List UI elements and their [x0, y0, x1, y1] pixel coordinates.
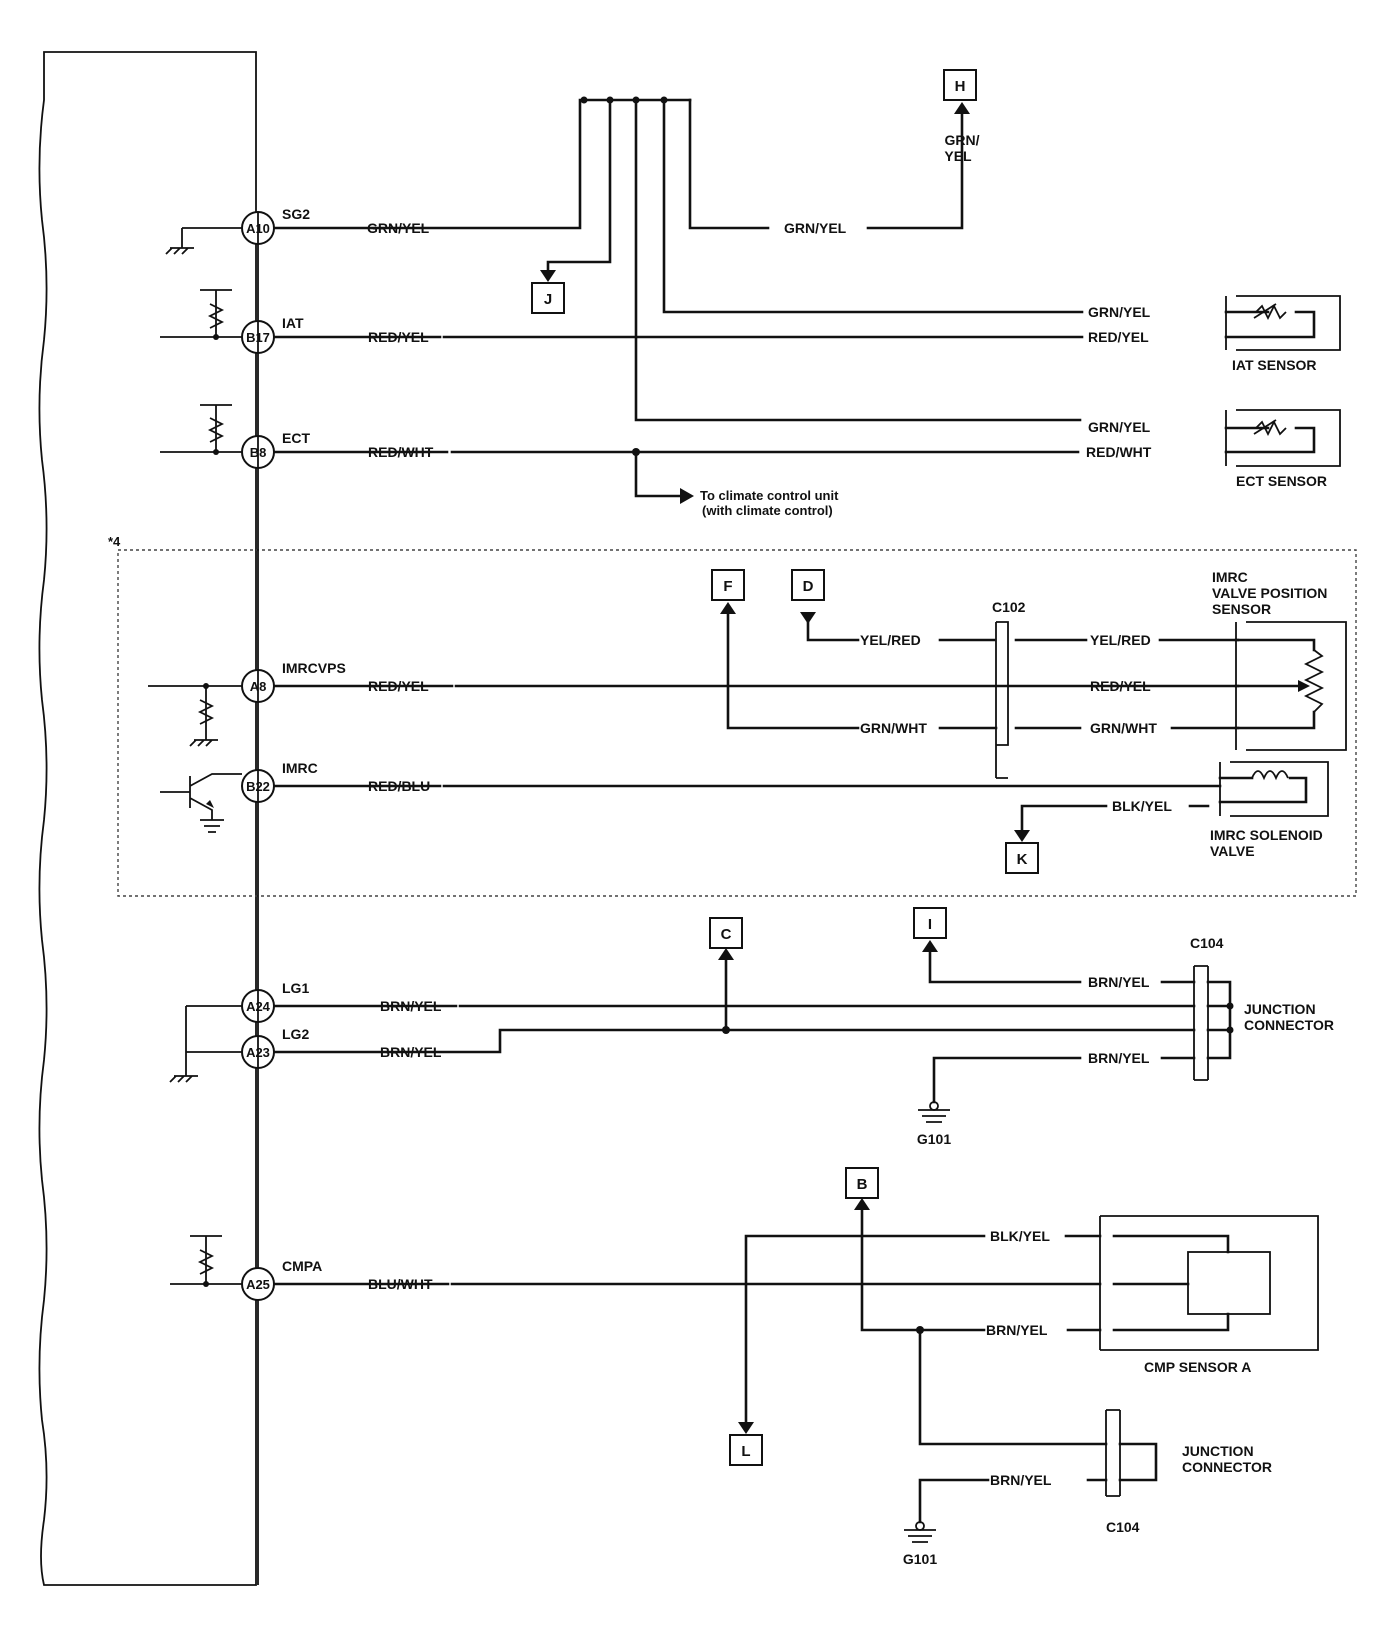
- iat-sensor-label: IAT SENSOR: [1232, 357, 1317, 373]
- pin-b17-circuit: [160, 289, 1341, 351]
- climate-label-1: To climate control unit: [700, 488, 839, 503]
- sol-blkyel-wire: BLK/YEL: [1112, 798, 1172, 814]
- connector-j: J: [531, 282, 565, 314]
- h-wire-label: GRN/YEL: [944, 132, 979, 164]
- svg-text:L: L: [741, 1443, 750, 1460]
- vps-grnwht-right: GRN/WHT: [1090, 720, 1157, 736]
- iat-grn-wire: GRN/YEL: [1088, 304, 1151, 320]
- pin-a8-circuit: [148, 602, 1347, 779]
- imrc-vps-label-1: IMRC: [1212, 569, 1248, 585]
- pin-a25-signal: CMPA: [282, 1258, 322, 1274]
- pin-b17-wire: RED/YEL: [368, 329, 429, 345]
- svg-text:I: I: [928, 916, 932, 933]
- pin-a23-signal: LG2: [282, 1026, 309, 1042]
- pin-a25-circuit: [170, 1198, 1319, 1543]
- svg-text:K: K: [1017, 851, 1028, 868]
- cmp-brnyel-wire: BRN/YEL: [986, 1322, 1048, 1338]
- connector-i: I: [913, 907, 947, 939]
- pin-b22-wire: RED/BLU: [368, 778, 430, 794]
- pin-a10-signal: SG2: [282, 206, 310, 222]
- svg-text:B: B: [857, 1176, 868, 1193]
- pin-a25-wire: BLU/WHT: [368, 1276, 433, 1292]
- pin-a24-wire: BRN/YEL: [380, 998, 442, 1014]
- ect-red-wire: RED/WHT: [1086, 444, 1152, 460]
- pin-a23-wire: BRN/YEL: [380, 1044, 442, 1060]
- c104-bottom-label: C104: [1106, 1519, 1140, 1535]
- ecm-outline: [38, 51, 257, 1586]
- jc2-label-2: CONNECTOR: [1182, 1459, 1272, 1475]
- pin-a10-circuit: [165, 96, 1084, 422]
- connector-f: F: [711, 569, 745, 601]
- connector-h: H: [943, 69, 977, 101]
- svg-text:C: C: [721, 926, 732, 943]
- pin-lg-circuit: [169, 940, 1234, 1123]
- pin-a10-wire: GRN/YEL: [367, 220, 430, 236]
- jc1-top-wire: BRN/YEL: [1088, 974, 1150, 990]
- iat-red-wire: RED/YEL: [1088, 329, 1149, 345]
- pin-b8-signal: ECT: [282, 430, 310, 446]
- note-4: *4: [108, 534, 121, 549]
- vps-yelred-left: YEL/RED: [860, 632, 921, 648]
- ect-grn-wire: GRN/YEL: [1088, 419, 1151, 435]
- cmp-sensor-label: CMP SENSOR A: [1144, 1359, 1251, 1375]
- svg-text:D: D: [803, 578, 814, 595]
- climate-label-2: (with climate control): [702, 503, 833, 518]
- svg-text:H: H: [955, 78, 966, 95]
- svg-text:F: F: [723, 578, 732, 595]
- c102-label: C102: [992, 599, 1026, 615]
- connector-k: K: [1005, 842, 1039, 874]
- vps-redyel: RED/YEL: [1090, 678, 1151, 694]
- pin-b22-signal: IMRC: [282, 760, 318, 776]
- ect-sensor-label: ECT SENSOR: [1236, 473, 1327, 489]
- jc2-label-1: JUNCTION: [1182, 1443, 1254, 1459]
- jc1-bottom-wire: BRN/YEL: [1088, 1050, 1150, 1066]
- pin-a8-wire: RED/YEL: [368, 678, 429, 694]
- cmp-blkyel-wire: BLK/YEL: [990, 1228, 1050, 1244]
- jc2-brnyel-wire: BRN/YEL: [990, 1472, 1052, 1488]
- g101-bottom-label: G101: [903, 1551, 937, 1567]
- imrc-vps-label-2: VALVE POSITION: [1212, 585, 1327, 601]
- c104-top-label: C104: [1190, 935, 1224, 951]
- imrc-sol-label-2: VALVE: [1210, 843, 1255, 859]
- svg-text:J: J: [544, 291, 552, 308]
- jc1-label-2: CONNECTOR: [1244, 1017, 1334, 1033]
- option-region-4: [117, 549, 1357, 897]
- pin-a25-id: A25: [246, 1277, 270, 1292]
- sg2-right-wire: GRN/YEL: [784, 220, 847, 236]
- pin-a24-signal: LG1: [282, 980, 309, 996]
- pin-b22-circuit: [160, 761, 1329, 842]
- imrc-vps-label-3: SENSOR: [1212, 601, 1271, 617]
- g101-top-label: G101: [917, 1131, 951, 1147]
- pin-b8-wire: RED/WHT: [368, 444, 434, 460]
- connector-d: D: [791, 569, 825, 601]
- connector-b: B: [845, 1167, 879, 1199]
- pin-a25: A25: [241, 1267, 275, 1301]
- pin-b8-circuit: [160, 404, 1341, 504]
- imrc-sol-label-1: IMRC SOLENOID: [1210, 827, 1323, 843]
- pin-a8-signal: IMRCVPS: [282, 660, 346, 676]
- connector-c: C: [709, 917, 743, 949]
- connector-l: L: [729, 1434, 763, 1466]
- vps-grnwht-left: GRN/WHT: [860, 720, 927, 736]
- jc1-label-1: JUNCTION: [1244, 1001, 1316, 1017]
- vps-yelred-right: YEL/RED: [1090, 632, 1151, 648]
- pin-b17-signal: IAT: [282, 315, 304, 331]
